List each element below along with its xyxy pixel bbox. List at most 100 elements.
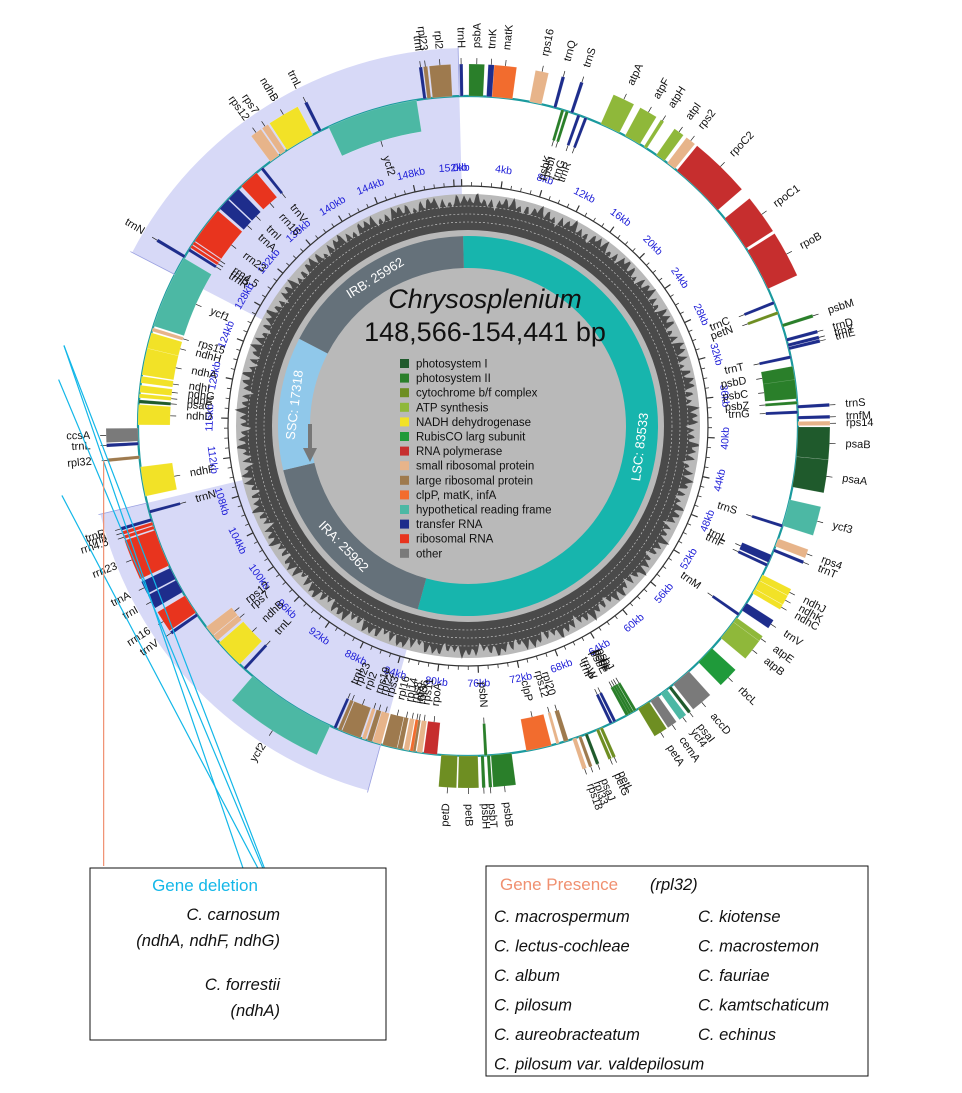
scale-tick (292, 255, 297, 259)
gene-label: psaB (845, 438, 871, 451)
scale-tick (389, 653, 392, 658)
gene-label: ndhE (187, 394, 214, 408)
gene-ccsa (105, 427, 139, 443)
scale-tick (352, 637, 355, 642)
gene-leader (116, 532, 123, 536)
gene-trns (797, 403, 830, 409)
scale-tick (357, 208, 360, 213)
gene-trnc (743, 300, 775, 317)
gene-rps3 (372, 711, 390, 745)
gene-leader (268, 730, 273, 736)
gene-label: rpl23 (415, 26, 430, 52)
gene-rps19 (361, 707, 376, 740)
gene-label: rbcL (736, 684, 760, 708)
gene-label: ccsA (66, 430, 91, 443)
scale-tick (692, 338, 697, 342)
gene-label: petD (439, 803, 452, 827)
scale-tick (254, 301, 261, 307)
gene-psbz (764, 400, 798, 407)
scale-tick (293, 596, 300, 602)
kb-label: 32kb (707, 342, 725, 367)
scale-tick (554, 649, 559, 657)
legend-label: ATP synthesis (416, 402, 489, 414)
gene-label: trnfM (846, 410, 871, 423)
gene-trnt (772, 548, 805, 565)
gene-label: psbM (826, 297, 855, 317)
gene-leader (623, 93, 627, 100)
gene-ycf2 (231, 675, 331, 756)
scale-tick (678, 540, 683, 544)
gene-rps2 (666, 137, 696, 170)
gene-rpl23 (423, 66, 432, 99)
scale-tick (277, 268, 284, 274)
gene-rrn23 (124, 530, 170, 580)
gene-leader (424, 60, 426, 67)
scale-tick (247, 320, 252, 324)
gene-label: psbB (500, 801, 514, 827)
legend-swatch (400, 373, 409, 383)
gene-leader (256, 216, 261, 221)
gene-rrn5 (121, 521, 154, 535)
gene-leader (819, 339, 826, 342)
gene-trni (333, 697, 350, 729)
gene-label: trnH (455, 27, 467, 48)
gene-leader (610, 680, 615, 686)
scale-tick (384, 196, 387, 201)
scale-tick (697, 495, 702, 498)
scale-ring (227, 185, 709, 667)
gene-label: rpoA (430, 682, 445, 707)
gene-leader (265, 640, 271, 646)
gene-trnn (156, 238, 186, 259)
gene-leader (504, 786, 506, 793)
kb-label: 52kb (678, 546, 700, 572)
presence-species: C. macrospermum (494, 908, 630, 926)
scale-tick (289, 589, 293, 593)
deletion-species-1: C. carnosum (186, 906, 280, 924)
gene-leader (380, 140, 383, 147)
gene-rps11 (416, 720, 427, 754)
title-genus: Chrysosplenium (388, 284, 582, 314)
gene-rpl23 (337, 699, 354, 731)
scale-tick (535, 655, 538, 661)
gene-leader (182, 338, 189, 341)
gene-leader (165, 632, 172, 637)
gene-leader (728, 677, 733, 683)
scale-tick (412, 184, 416, 193)
gene-leader (613, 757, 617, 763)
gene-rpoa (423, 721, 441, 755)
gene-trnl (739, 542, 772, 563)
gene-label: infA (414, 683, 429, 704)
scale-tick (226, 387, 231, 390)
scale-tick (673, 549, 680, 554)
kb-label: 68kb (549, 656, 575, 676)
gene-leader (826, 476, 833, 478)
gene-label: trnS (581, 46, 599, 69)
gene-leader (396, 709, 400, 716)
gene-leader (261, 121, 266, 127)
kb-label: 72kb (509, 670, 534, 686)
gene-psbi (556, 110, 569, 143)
scale-tick (684, 319, 692, 324)
gene-psbf (612, 684, 632, 715)
gene-leader (662, 115, 666, 121)
scale-tick (366, 203, 369, 208)
legend-swatch (400, 534, 409, 544)
gene-leader (753, 363, 760, 366)
gene-label: rps14 (846, 417, 874, 429)
gene-rrn23 (194, 210, 243, 260)
gene-matk (491, 64, 517, 100)
scale-tick (614, 615, 618, 620)
gene-deletion-box: Gene deletion C. carnosum (ndhA, ndhF, n… (89, 867, 387, 1041)
gene-trnl (106, 441, 139, 448)
kb-label: 120kb (206, 360, 223, 391)
gene-psaa (792, 456, 829, 494)
scale-tick (646, 262, 650, 266)
scale-tick (236, 338, 244, 342)
scale-tick (643, 588, 648, 593)
gene-leader (281, 193, 286, 199)
scale-tick (437, 664, 440, 672)
legend-swatch (400, 461, 409, 471)
gene-leader (433, 716, 436, 723)
gene-leader (175, 367, 182, 370)
gene-leader (701, 702, 706, 708)
